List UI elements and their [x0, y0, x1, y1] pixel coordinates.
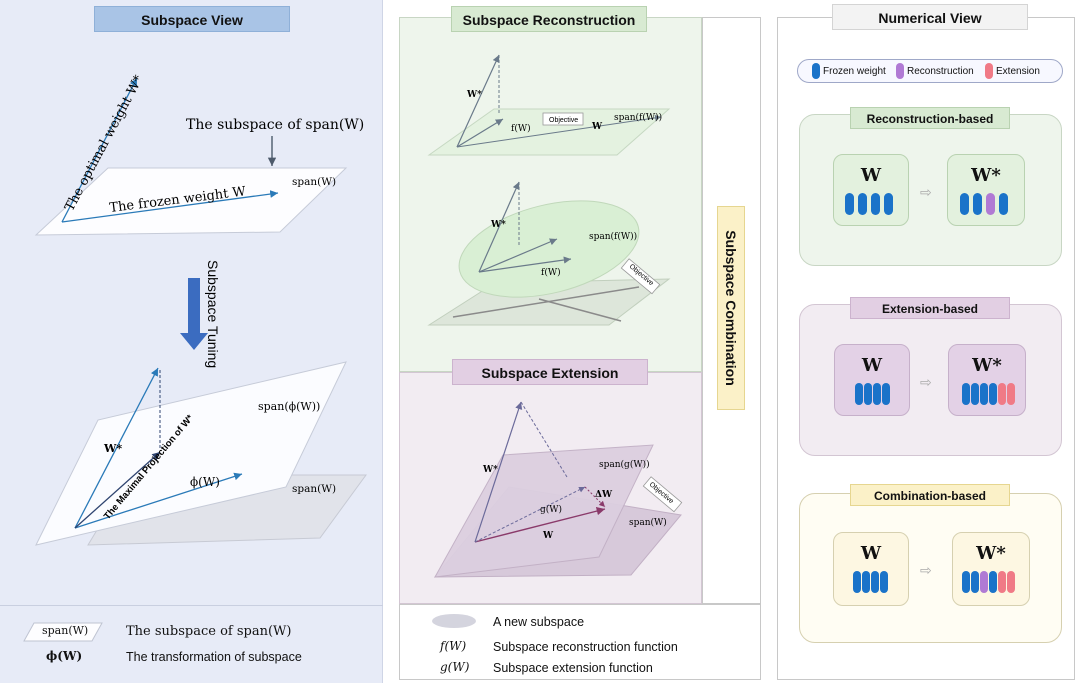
ext-span-w: span(W) [629, 517, 667, 528]
combination-result-w: W* [976, 543, 1006, 564]
ext-span-g-plane [434, 444, 654, 578]
recon-bottom-span: span(f(W)) [589, 231, 637, 242]
subspace-callout-label: The subspace of span(W) [186, 117, 364, 133]
legend-reconstruction-chip [896, 63, 904, 79]
recon-bottom-fw: f(W) [541, 267, 561, 278]
legend-g-text: Subspace extension function [493, 661, 653, 675]
subspace-view-title: Subspace View [94, 6, 290, 32]
legend-f-text: Subspace reconstruction function [493, 640, 678, 654]
extension-frozen-box: W [834, 344, 910, 416]
phi-label: ϕ(W) [190, 475, 220, 489]
top-span-label: span(W) [292, 176, 336, 188]
legend-extension-chip [985, 63, 993, 79]
reconstruction-result-box: W* [947, 154, 1025, 226]
subspace-view-diagram: The optimal weight W* The frozen weight … [34, 72, 367, 546]
reconstruction-result-w: W* [971, 165, 1001, 186]
combination-result-box: W* [952, 532, 1030, 606]
bottom-wstar-label: W* [103, 442, 122, 455]
subspace-reconstruction-title: Subspace Reconstruction [451, 6, 647, 32]
wstar-arrow [74, 367, 159, 529]
combination-card-title: Combination-based [850, 484, 1010, 506]
ext-w: W [542, 531, 554, 541]
legend-phi-symbol: ϕ(W) [46, 649, 83, 663]
subspace-combination-title: Subspace Combination [723, 230, 739, 386]
subspace-tuning-arrow-head [180, 333, 208, 350]
legend-frozen-label: Frozen weight [823, 66, 886, 77]
bottom-span-w-label: span(W) [292, 483, 336, 495]
optimal-weight-arrow [61, 77, 138, 223]
recon-top-fw: f(W) [511, 123, 531, 134]
recon-top-w: W [591, 122, 603, 132]
legend-f-symbol: f(W) [440, 639, 467, 653]
legend-reconstruction-label: Reconstruction [907, 66, 974, 77]
legend-frozen-chip [812, 63, 820, 79]
recon-ellipse [458, 200, 640, 298]
ext-dw: ΔW [595, 490, 613, 500]
frozen-weight-arrow [61, 190, 279, 223]
legend-phi-text: The transformation of subspace [126, 650, 302, 664]
phi-arrow [74, 472, 243, 529]
combination-arrow: ⇨ [920, 562, 932, 578]
reconstruction-frozen-w: W [860, 165, 882, 186]
subspace-combination-tag [717, 206, 745, 410]
reconstruction-card-title: Reconstruction-based [850, 107, 1010, 129]
numerical-view-title: Numerical View [832, 4, 1028, 30]
extension-frozen-w: W [861, 355, 883, 376]
projection-arrow [74, 451, 161, 529]
combination-frozen-w: W [860, 543, 882, 564]
legend-new-subspace-text: A new subspace [493, 615, 585, 629]
legend-span-text: The subspace of span(W) [126, 624, 292, 639]
ext-wstar: W* [482, 465, 498, 475]
recon-top-wstar: W* [466, 90, 482, 100]
recon-bottom-wstar: W* [490, 220, 506, 230]
extension-card-title: Extension-based [850, 297, 1010, 319]
subspace-extension-title: Subspace Extension [452, 359, 648, 385]
reconstruction-frozen-box: W [833, 154, 909, 226]
subspace-tuning-arrow-shaft [188, 278, 200, 334]
frozen-weight-plane [34, 167, 348, 236]
legend-span-swatch [23, 622, 103, 642]
middle-diagrams: W* f(W) Objective W span(f(W)) W* span(f… [427, 54, 683, 578]
recon-top-span: span(f(W)) [614, 112, 662, 123]
extension-result-box: W* [948, 344, 1026, 416]
subspace-tuning-label: Subspace Tuning [205, 260, 221, 368]
left-legend-divider [0, 605, 383, 606]
recon-top-plane [427, 108, 671, 156]
span-phi-plane [35, 361, 347, 546]
combination-frozen-box: W [833, 532, 909, 606]
reconstruction-arrow: ⇨ [920, 184, 932, 200]
legend-extension-label: Extension [996, 66, 1040, 77]
legend-new-subspace-swatch [432, 614, 476, 628]
ext-gw: g(W) [540, 504, 562, 515]
legend-span-symbol: span(W) [42, 624, 89, 637]
extension-arrow: ⇨ [920, 374, 932, 390]
span-phi-label: span(ϕ(W)) [258, 400, 320, 413]
legend-g-symbol: g(W) [440, 660, 470, 674]
extension-result-w: W* [972, 355, 1002, 376]
numerical-legend [797, 59, 1063, 83]
ext-span-g: span(g(W)) [599, 459, 650, 470]
recon-top-objective: Objective [549, 117, 578, 124]
